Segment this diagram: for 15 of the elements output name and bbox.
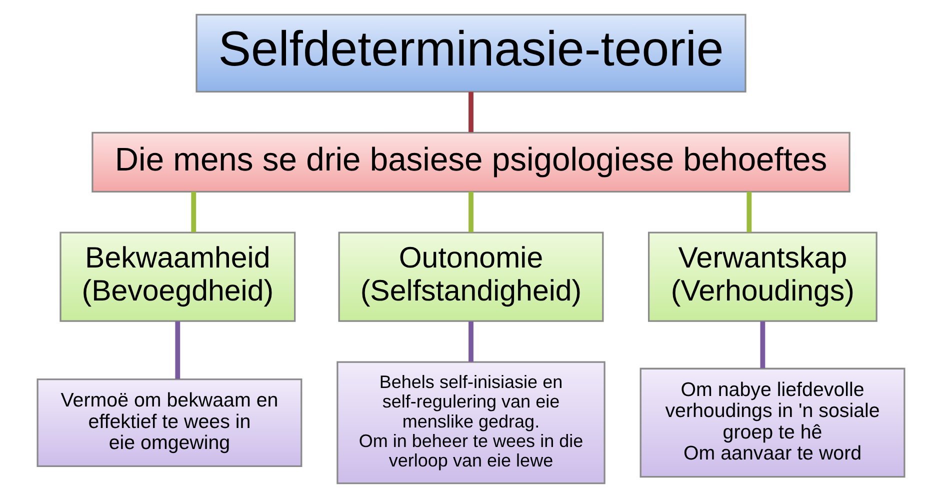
connector [468,92,473,132]
node-box: Outonomie (Selfstandigheid) [338,232,604,322]
connector [174,321,180,379]
node-box: Behels self-inisiasie en self-regulering van eie menslike gedrag. Om in beheer te wees in die verloop van eie lewe [336,361,605,484]
node-box: Om nabye liefdevolle verhoudings in 'n sosiale groep te hê Om aanvaar te word [639,368,905,478]
connector [468,192,473,232]
node-box: Vermoë om bekwaam en effektief te wees in eie omgewing [36,378,302,467]
connector [746,192,752,232]
node-box: Die mens se drie basiese psigologiese behoeftes [91,132,850,192]
node-box: Verwantskap (Verhoudings) [647,232,877,322]
connector [760,321,765,368]
node-box: Selfdeterminasie-teorie [195,14,746,92]
connector [468,321,473,362]
node-box: Bekwaamheid (Bevoegdheid) [59,232,296,322]
connector [190,192,196,232]
